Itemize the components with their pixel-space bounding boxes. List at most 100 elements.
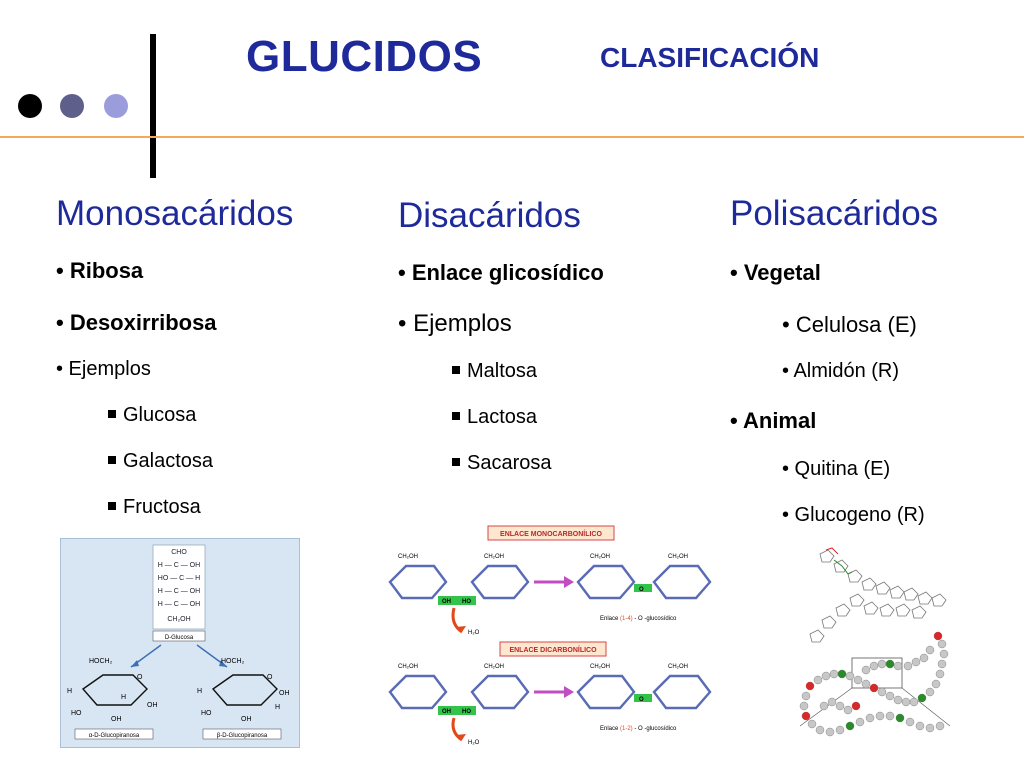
glycogen-structure-svg — [799, 547, 951, 737]
poli-item-vegetal: • Vegetal — [730, 260, 821, 285]
glycosidic-bond-svg: ENLACE MONOCARBONÍLICO CH₂OH CH₂OH OH HO… — [388, 525, 712, 746]
beta-label: β-D-Glucopiranosa — [217, 733, 268, 739]
poli-item-almidon: • Almidón (R) — [782, 360, 900, 382]
mono-heading: Monosacáridos — [56, 194, 294, 233]
beta-label-box — [202, 728, 282, 740]
di-example-sacarosa: Sacarosa — [452, 452, 552, 475]
glycogen-branch-highlight-red-icon — [825, 547, 839, 555]
prod1-ch2oh-a: CH₂OH — [590, 554, 610, 560]
chain-atom-2: H — C — OH — [158, 562, 200, 569]
poli-item-celulosa: • Celulosa (E) — [782, 312, 917, 337]
di-item-enlace: • Enlace glicosídico — [398, 260, 604, 285]
mono-item-desoxirribosa: • Desoxirribosa — [56, 310, 217, 335]
ring3-oh: OH — [442, 709, 451, 715]
prod2-bond-highlight — [634, 694, 652, 702]
ring2-icon — [470, 564, 530, 600]
prod2-ch2oh-b: CH₂OH — [668, 664, 688, 670]
chain-label-box — [152, 630, 206, 642]
mono-example-fructosa: Fructosa — [108, 496, 201, 519]
di-example-maltosa: Maltosa — [452, 360, 537, 383]
ring4-icon — [470, 674, 530, 710]
reaction-arrowhead-icon-2 — [564, 686, 574, 698]
prod1-bond-highlight — [634, 584, 652, 592]
alpha-ring-h1: H — [67, 688, 72, 695]
header-rule — [0, 136, 1024, 138]
reaction-arrowhead-icon — [564, 576, 574, 588]
page-title: GLUCIDOS — [246, 32, 483, 81]
bullet-square-icon — [108, 501, 116, 510]
chain-atom-1: CHO — [171, 549, 187, 556]
water-arrowhead-icon — [456, 626, 466, 632]
di-heading: Disacáridos — [398, 196, 581, 235]
prod2-ch2oh-a: CH₂OH — [590, 664, 610, 670]
ring4-ho: HO — [462, 709, 471, 715]
glucose-structure-figure: CHO H — C — OH HO — C — H H — C — OH H —… — [60, 538, 300, 748]
prod1-ch2oh-b: CH₂OH — [668, 554, 688, 560]
water-arrow-icon — [451, 607, 463, 634]
beta-ring-top: HOCH₂ — [221, 658, 245, 665]
chain-atom-4: H — C — OH — [158, 588, 200, 595]
arrowhead-left-icon — [131, 660, 139, 667]
dot-icon-lavender — [104, 94, 128, 118]
ring1-oh: OH — [442, 599, 451, 605]
glycogen-branch-highlight-icon — [833, 559, 853, 575]
chain-atom-3: HO — C — H — [158, 575, 200, 582]
poli-item-animal: • Animal — [730, 408, 817, 433]
zoom-line-right-icon — [901, 687, 951, 727]
bullet-square-icon — [108, 409, 116, 418]
alpha-ring-ho: HO — [71, 710, 82, 717]
dot-icon-black — [18, 94, 42, 118]
bullet-square-icon — [108, 455, 116, 464]
beta-ring-ho: HO — [201, 710, 212, 717]
arrowhead-right-icon — [219, 660, 227, 667]
mono-caption: Enlace (1-4) - O -glucosídico — [600, 616, 677, 622]
alpha-label-box — [74, 728, 154, 740]
mono-example-galactosa: Galactosa — [108, 450, 213, 473]
ring1-oh-highlight — [438, 596, 476, 605]
bullet-square-icon — [452, 365, 460, 374]
page-subtitle: CLASIFICACIÓN — [600, 42, 820, 73]
prod2-ring-b-icon — [652, 674, 712, 710]
mono-example-glucosa: Glucosa — [108, 404, 196, 427]
bullet-square-icon — [452, 457, 460, 466]
glycogen-structure-figure — [790, 546, 960, 746]
alpha-ring-oh2: OH — [111, 716, 122, 723]
ring3-oh-highlight — [438, 706, 476, 715]
di-banner-box — [499, 641, 607, 657]
ring4-ch2oh: CH₂OH — [484, 664, 504, 670]
title-divider — [150, 34, 156, 178]
prod1-ring-a-icon — [576, 564, 636, 600]
beta-ring-h1: H — [197, 688, 202, 695]
chain-atom-5: H — C — OH — [158, 601, 200, 608]
alpha-label: α-D-Glucopiranosa — [89, 733, 140, 739]
beta-ring-o: O — [267, 674, 273, 681]
alpha-ring-top: HOCH₂ — [89, 658, 113, 665]
poli-item-glucogeno: • Glucogeno (R) — [782, 504, 925, 526]
ring3-icon — [388, 674, 448, 710]
di-banner: ENLACE DICARBONÍLICO — [509, 645, 597, 654]
water-label-1: H₂O — [468, 630, 480, 636]
glucose-structure-svg: CHO H — C — OH HO — C — H H — C — OH H —… — [67, 544, 290, 740]
mono-item-ribosa: • Ribosa — [56, 258, 144, 283]
prod2-o: O — [639, 697, 644, 703]
ring3-ch2oh: CH₂OH — [398, 664, 418, 670]
mono-banner-box — [487, 525, 615, 541]
water-arrowhead-icon-2 — [456, 734, 466, 740]
glycogen-chain-icon — [809, 549, 947, 643]
alpha-ring-h2: H — [121, 694, 126, 701]
glycogen-green-beads-icon — [838, 660, 926, 730]
beta-ring-icon — [211, 674, 278, 706]
chain-atom-6: CH₂OH — [167, 616, 190, 623]
poli-item-quitina: • Quitina (E) — [782, 458, 891, 480]
chain-label: D-Glucosa — [165, 635, 194, 641]
chain-box — [152, 544, 206, 630]
glycogen-red-beads-icon — [802, 632, 942, 720]
di-item-ejemplos: • Ejemplos — [398, 310, 512, 337]
mono-item-ejemplos: • Ejemplos — [56, 358, 151, 380]
water-label-2: H₂O — [468, 740, 480, 746]
dot-icon-slate — [60, 94, 84, 118]
ring2-ch2oh: CH₂OH — [484, 554, 504, 560]
alpha-ring-o: O — [137, 674, 143, 681]
water-arrow-icon-2 — [451, 717, 463, 742]
beta-ring-h2: H — [275, 704, 280, 711]
